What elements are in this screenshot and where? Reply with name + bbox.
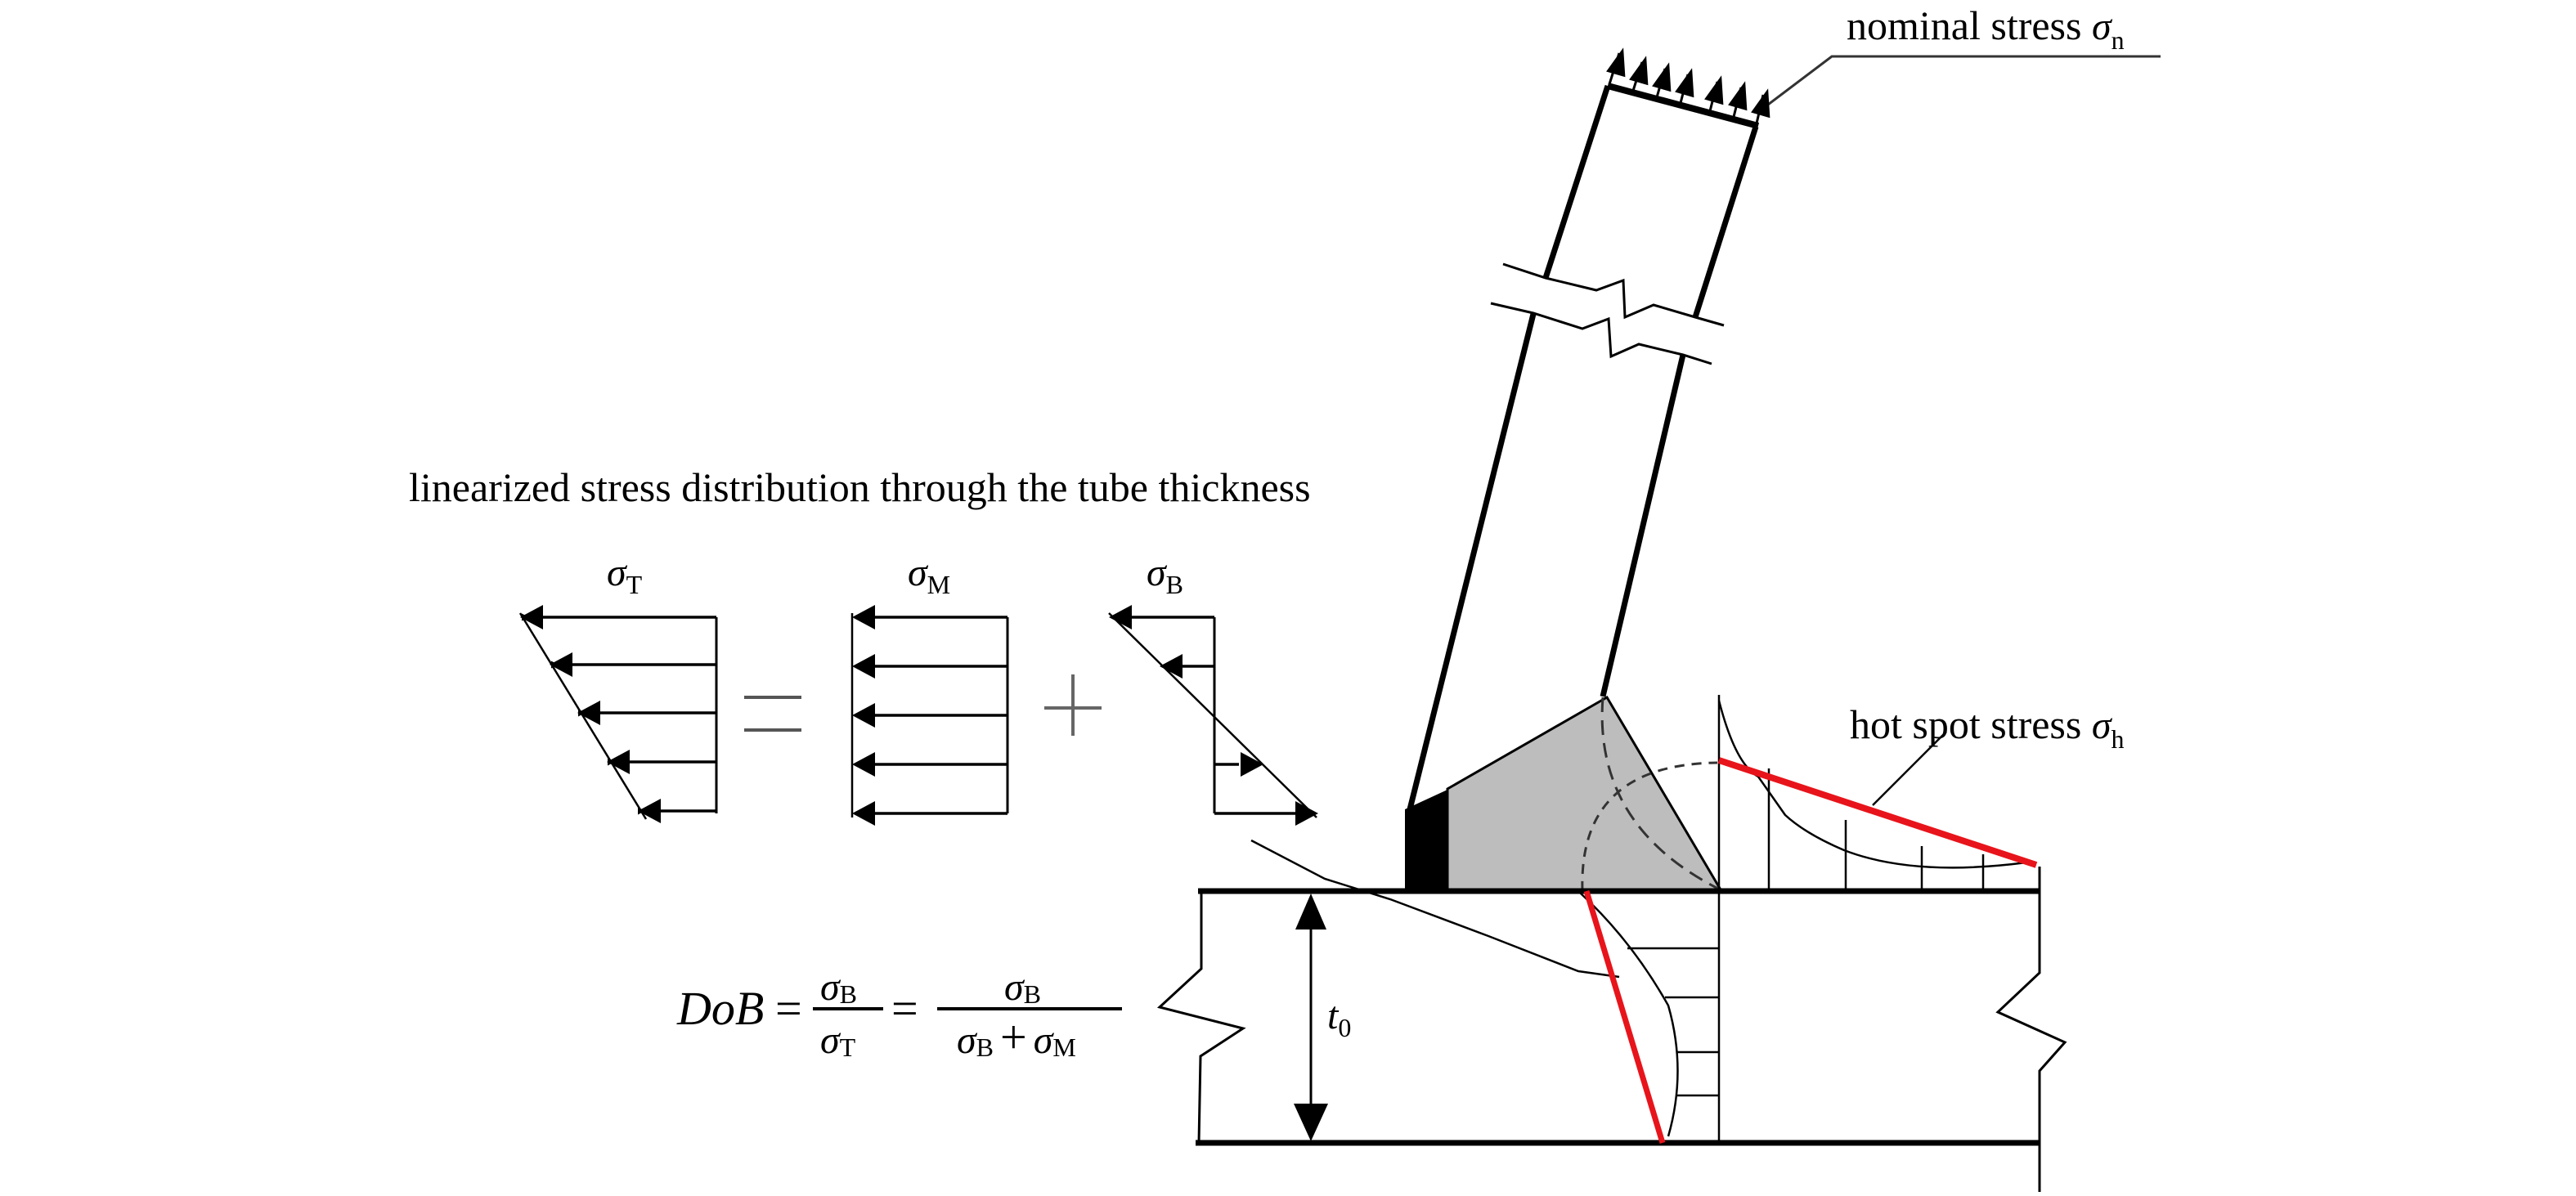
chord-right-break [1995,867,2067,1192]
through-thickness-linear-line [1583,889,1666,1144]
brace-member [1407,83,1760,810]
nominal-stress-label: nominal stress σn [1847,2,2125,55]
sigma-M-label: σM [908,551,950,599]
break-line-lower [1490,302,1712,365]
surface-stress-distribution [1717,695,2027,1144]
weld-root-gap [1405,790,1447,891]
frac1-numerator: σB [820,965,857,1009]
sigma-B-arrowheads [1109,605,1318,826]
hot-spot-stress-label: hot spot stress σh [1850,701,2125,754]
linearized-title: linearized stress distribution through t… [409,464,1311,510]
dimension-arrow-up [1295,894,1326,929]
brace-right-wall-upper [1692,125,1759,319]
through-thickness-distribution [1250,839,1719,1137]
sigma-M-arrowheads [852,605,875,826]
brace-left-wall-upper [1542,84,1611,280]
frac2-numerator: σB [1004,965,1041,1009]
hot-spot-arc-dashed [1581,761,1718,892]
sigma-T-label: σT [607,551,643,599]
thickness-label: t0 [1327,994,1351,1042]
hot-spot-leader-line [1872,731,1947,806]
formula-equals-1: = [775,982,802,1035]
sigma-T-diagram [518,612,718,820]
brace-top-edge [1606,83,1760,129]
formula-lhs: DoB [676,982,764,1035]
nominal-stress-arrows [1606,47,1770,124]
formula-equals-2: = [891,982,918,1035]
thickness-dimension [1294,894,1328,1141]
brace-right-wall-lower [1600,354,1686,697]
chord-plate [1156,867,2067,1192]
frac1-denominator: σT [820,1019,856,1062]
break-line-upper [1502,262,1725,327]
weld-toe-region [1446,695,1724,893]
plus-sign [1044,674,1102,736]
dimension-arrow-down [1294,1104,1328,1141]
sigma-B-label: σB [1147,551,1183,599]
dob-formula: DoB = σB σT = σB σB+σM [676,965,1122,1064]
frac2-denominator: σB+σM [957,1010,1076,1064]
weld-arc-dashed [1600,697,1721,891]
equals-sign [744,696,801,732]
sigma-M-diagram [850,613,1009,817]
sigma-T-arrowheads [520,605,661,823]
chord-left-break [1156,891,1246,1144]
nominal-stress-leader-line [1767,55,2161,106]
brace-left-wall-lower [1407,313,1537,810]
hot-spot-extrapolation-line [1717,757,2038,868]
sigma-B-diagram [1108,612,1317,818]
